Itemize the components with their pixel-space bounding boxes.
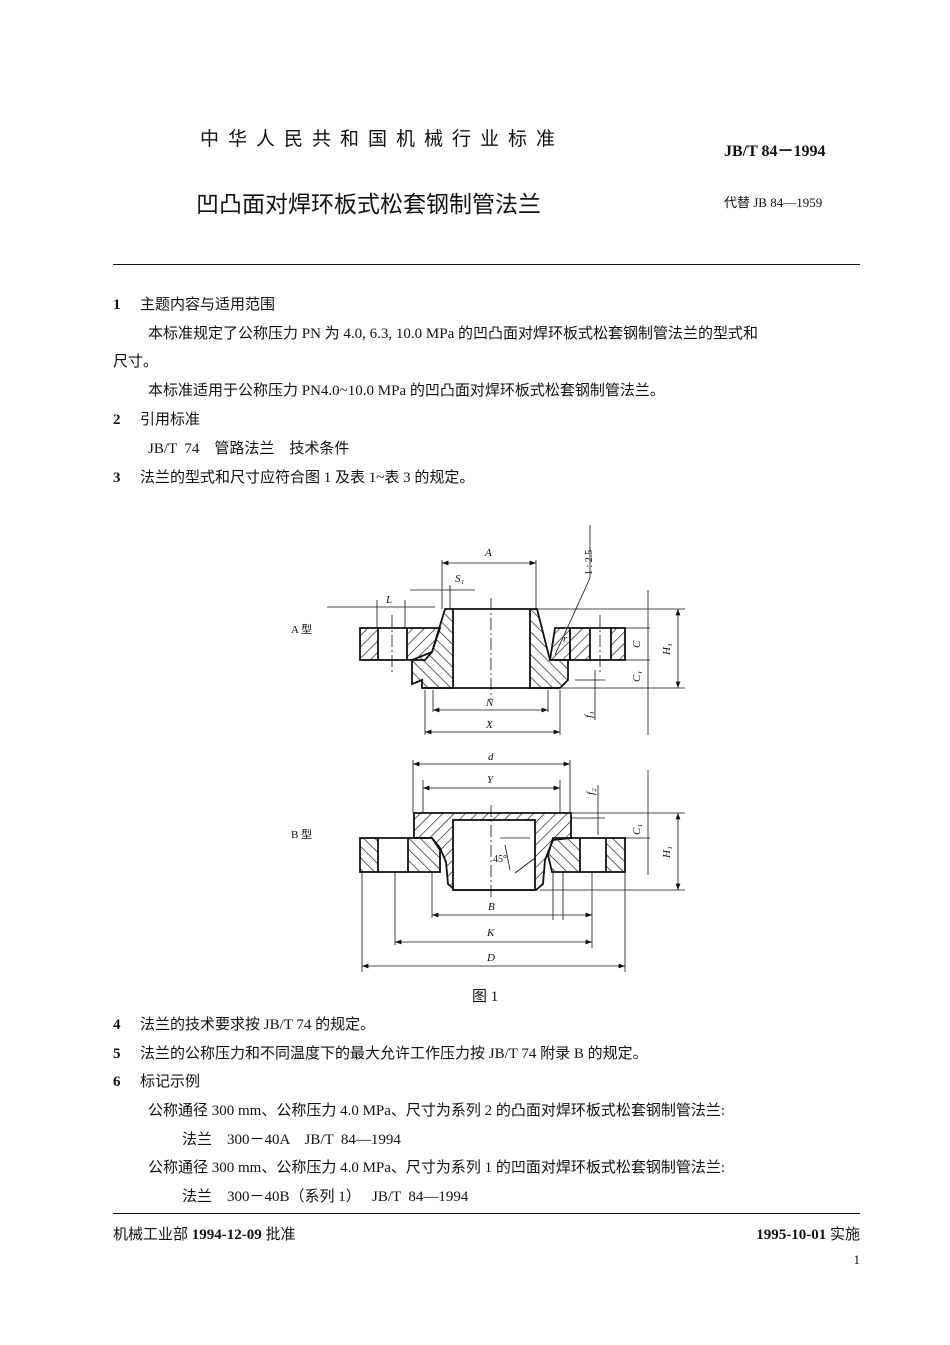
dim-label: H₁ [661,643,673,656]
dim-label: C [631,640,643,648]
dim-label: S₁ [455,573,465,585]
dim-label: B [488,901,495,913]
paragraph: 尺寸。 [113,354,159,370]
section-number: 4 [113,1017,121,1033]
document-title: 凹凸面对焊环板式松套钢制管法兰 [196,192,541,218]
type-a-section [359,598,626,700]
dim-label: d [488,751,494,763]
paragraph: 本标准适用于公称压力 PN4.0~10.0 MPa 的凹凸面对焊环板式松套钢制管… [148,383,665,399]
dim-label: 1 : 2.5 [584,550,595,575]
dim-label: f₂ [585,788,597,795]
dim-label: C₁ [631,824,643,835]
impl-date: 1995-10-01 [756,1227,827,1243]
reference-standard: JB/T 74 管路法兰 技术条件 [148,441,350,457]
figure-caption: 图 1 [472,989,499,1005]
section-heading: 引用标准 [140,412,201,428]
footer-rule [113,1213,860,1214]
paragraph: 本标准规定了公称压力 PN 为 4.0, 6.3, 10.0 MPa 的凹凸面对… [148,326,759,342]
dim-label: A [484,547,492,559]
section-number: 5 [113,1046,121,1062]
dim-label: f₁ [583,711,595,718]
section-number: 6 [113,1074,121,1090]
approve-label: 批准 [265,1227,296,1243]
type-b-label: B 型 [291,827,312,841]
dim-label: 45° [493,854,507,865]
dim-label: r [563,633,568,645]
dim-label: Y [487,774,495,786]
dim-label: K [486,927,495,939]
standard-org: 中华人民共和国机械行业标准 [200,128,565,150]
footer-approval: 机械工业部 1994-12-09 批准 [113,1226,296,1244]
section-number: 1 [113,297,121,313]
marking-example-desc: 公称通径 300 mm、公称压力 4.0 MPa、尺寸为系列 1 的凹面对焊环板… [148,1160,726,1176]
replaces-note: 代替 JB 84—1959 [724,195,823,210]
section-heading: 主题内容与适用范围 [140,297,276,313]
section-number: 2 [113,412,121,428]
dim-label: H₁ [661,846,673,859]
section-heading: 法兰的型式和尺寸应符合图 1 及表 1~表 3 的规定。 [140,470,475,486]
type-a-label: A 型 [291,622,312,636]
type-a-dimension-labels: A S₁ L 1 : 2.5 r C H₁ C₁ N X f₁ [385,547,673,731]
section-number: 3 [113,470,121,486]
type-b-section [359,805,626,900]
issuer: 机械工业部 [113,1227,189,1243]
dim-label: C₁ [631,671,643,682]
standard-code: JB/T 84－1994 [724,143,826,160]
header-rule [113,264,860,265]
impl-label: 实施 [829,1227,860,1243]
section-heading: 标记示例 [140,1074,201,1090]
page-number: 1 [853,1252,861,1267]
dim-label: L [385,594,392,606]
section-heading: 法兰的公称压力和不同温度下的最大允许工作压力按 JB/T 74 附录 B 的规定… [140,1046,648,1062]
section-heading: 法兰的技术要求按 JB/T 74 的规定。 [140,1017,376,1033]
approve-date: 1994-12-09 [191,1227,262,1243]
dim-label: D [486,952,495,964]
marking-example: 法兰 300－40A JB/T 84—1994 [182,1132,401,1148]
marking-example: 法兰 300－40B（系列 1） JB/T 84—1994 [182,1189,469,1205]
dim-label: N [485,697,494,709]
footer-implementation: 1995-10-01 实施 [756,1226,860,1244]
type-b-dimension-labels: d Y f₂ C₁ H₁ 45° B K D [486,751,673,964]
marking-example-desc: 公称通径 300 mm、公称压力 4.0 MPa、尺寸为系列 2 的凸面对焊环板… [148,1103,726,1119]
dim-label: X [485,719,494,731]
